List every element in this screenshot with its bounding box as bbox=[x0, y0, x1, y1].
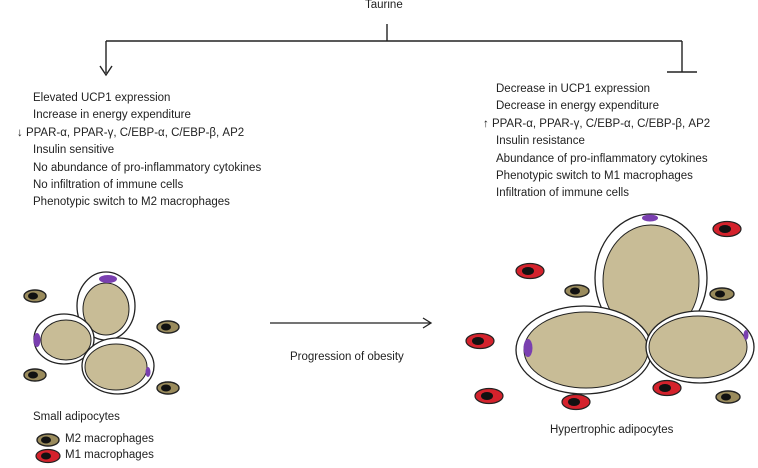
small-adipocyte-cluster bbox=[33, 271, 155, 395]
hypertrophic-adipocyte-cluster bbox=[515, 213, 755, 395]
left-effect-item: ↓ PPAR-α, PPAR-γ, C/EBP-α, C/EBP-β, AP2 bbox=[17, 126, 245, 139]
progression-arrow bbox=[270, 317, 433, 329]
legend-m2-label: M2 macrophages bbox=[65, 433, 154, 445]
right-effect-item: Phenotypic switch to M1 macrophages bbox=[496, 169, 693, 182]
left-effect-item: Increase in energy expenditure bbox=[33, 109, 191, 122]
m1-macrophages-hypertrophic bbox=[465, 220, 742, 411]
right-effect-item: Abundance of pro-inflammatory cytokines bbox=[496, 152, 708, 165]
m2-macrophages-small bbox=[23, 289, 180, 395]
legend-m1-label: M1 macrophages bbox=[65, 449, 154, 461]
right-effect-item: Insulin resistance bbox=[496, 135, 585, 148]
right-effect-item: Decrease in energy expenditure bbox=[496, 100, 660, 113]
left-effect-item: Elevated UCP1 expression bbox=[33, 92, 171, 104]
progression-label: Progression of obesity bbox=[290, 351, 404, 363]
left-effect-item: Insulin sensitive bbox=[33, 144, 115, 157]
taurine-label: Taurine bbox=[365, 0, 403, 11]
right-effects-list: Decrease in UCP1 expression Decrease in … bbox=[483, 81, 710, 203]
right-effect-item: ↑ PPAR-α, PPAR-γ, C/EBP-α, C/EBP-β, AP2 bbox=[483, 117, 711, 130]
legend-m2-icon bbox=[36, 433, 60, 447]
branch-connector bbox=[105, 24, 683, 73]
small-adipocytes-caption: Small adipocytes bbox=[33, 411, 120, 423]
right-effect-item: Infiltration of immune cells bbox=[496, 187, 629, 200]
activation-arrowhead bbox=[99, 65, 113, 77]
left-effect-item: No infiltration of immune cells bbox=[33, 178, 184, 191]
left-effects-list: Elevated UCP1 expression Increase in ene… bbox=[17, 90, 261, 212]
m2-macrophages-hypertrophic bbox=[564, 284, 741, 404]
legend-m1-icon bbox=[35, 448, 61, 464]
left-effect-item: No abundance of pro-inflammatory cytokin… bbox=[33, 161, 262, 174]
hypertrophic-adipocytes-caption: Hypertrophic adipocytes bbox=[550, 424, 674, 436]
right-effect-item: Decrease in UCP1 expression bbox=[496, 83, 651, 95]
left-effect-item: Phenotypic switch to M2 macrophages bbox=[33, 196, 230, 209]
